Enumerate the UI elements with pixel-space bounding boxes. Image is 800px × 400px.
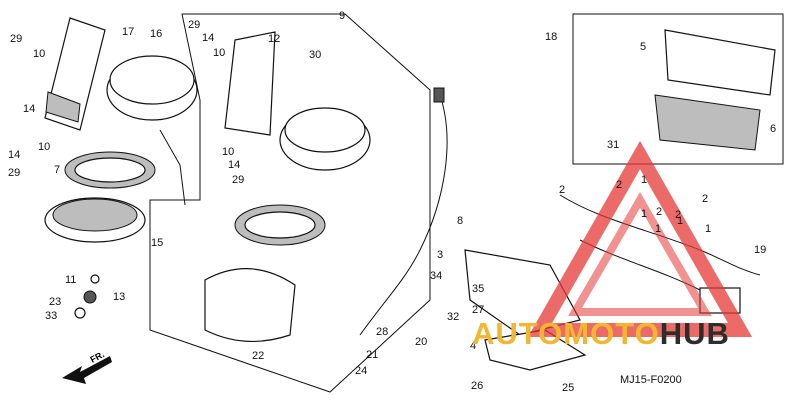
callout-1: 1 [641, 174, 647, 186]
callout-30: 30 [309, 49, 321, 61]
callout-14: 14 [23, 103, 35, 115]
callout-2: 2 [656, 206, 662, 218]
callout-21: 21 [366, 349, 378, 361]
callout-3: 3 [437, 249, 443, 261]
callout-29: 29 [8, 167, 20, 179]
callout-6: 6 [770, 123, 776, 135]
callout-25: 25 [562, 382, 574, 394]
callout-17: 17 [122, 26, 134, 38]
meter-ring-center-inner [244, 211, 316, 239]
callout-7: 7 [54, 164, 60, 176]
meter-ring-7-inner [74, 157, 146, 183]
watermark-triangle [527, 140, 753, 337]
callout-5: 5 [640, 41, 646, 53]
speedometer-cable [359, 94, 448, 336]
callout-11: 11 [65, 274, 76, 286]
callout-31: 31 [607, 139, 619, 151]
speedometer-wire [159, 129, 186, 206]
callout-2: 2 [616, 179, 622, 191]
callout-14: 14 [202, 32, 214, 44]
callout-28: 28 [376, 326, 388, 338]
speedometer-face [109, 55, 195, 105]
callout-14: 14 [8, 149, 20, 161]
callout-23: 23 [49, 296, 61, 308]
callout-29: 29 [10, 33, 22, 45]
callout-2: 2 [559, 184, 565, 196]
callout-10: 10 [38, 141, 50, 153]
front-arrow-icon [62, 356, 112, 384]
callout-29: 29 [232, 174, 244, 186]
callout-9: 9 [339, 10, 345, 22]
visor-left-shade [45, 91, 81, 123]
tachometer-face [284, 107, 366, 153]
callout-1: 1 [641, 208, 647, 220]
callout-35: 35 [472, 283, 484, 295]
washer-11 [90, 274, 100, 284]
callout-2: 2 [675, 209, 681, 221]
watermark-part2: HUB [659, 316, 730, 351]
watermark-triangle-inner [568, 192, 712, 316]
callout-10: 10 [213, 47, 225, 59]
callout-22: 22 [252, 350, 264, 362]
watermark-part1: AUTOMOTO [472, 316, 660, 351]
cover-frame [572, 13, 784, 165]
callout-26: 26 [471, 380, 483, 392]
callout-1: 1 [705, 223, 711, 235]
callout-15: 15 [151, 237, 163, 249]
meter-cover-6 [654, 94, 761, 151]
callout-33: 33 [45, 310, 57, 322]
cable-end [433, 87, 445, 103]
callout-27: 27 [472, 304, 484, 316]
callout-1: 1 [655, 223, 661, 235]
callout-34: 34 [430, 270, 442, 282]
callout-13: 13 [113, 291, 125, 303]
callout-1: 1 [677, 215, 683, 227]
watermark-logo: AUTOMOTOHUB [472, 316, 730, 352]
diagram-code: MJ15-F0200 [620, 374, 682, 386]
callout-8: 8 [457, 215, 463, 227]
callout-10: 10 [33, 48, 45, 60]
callout-19: 19 [754, 244, 766, 256]
callout-32: 32 [447, 311, 459, 323]
meter-visor-center [224, 31, 276, 136]
meter-case-15-inner [52, 198, 138, 232]
callout-10: 10 [222, 146, 234, 158]
nut-33 [74, 307, 86, 319]
meter-case-22 [204, 268, 296, 342]
callout-14: 14 [228, 159, 240, 171]
assembly-frame [149, 13, 431, 393]
callout-20: 20 [415, 336, 427, 348]
callout-24: 24 [355, 365, 367, 377]
callout-16: 16 [150, 28, 162, 40]
callout-4: 4 [470, 340, 476, 352]
callout-2: 2 [702, 193, 708, 205]
callout-12: 12 [268, 33, 280, 45]
callout-29: 29 [188, 19, 200, 31]
grommet-13 [83, 290, 97, 304]
callout-18: 18 [545, 31, 557, 43]
meter-cover-5 [664, 29, 776, 96]
